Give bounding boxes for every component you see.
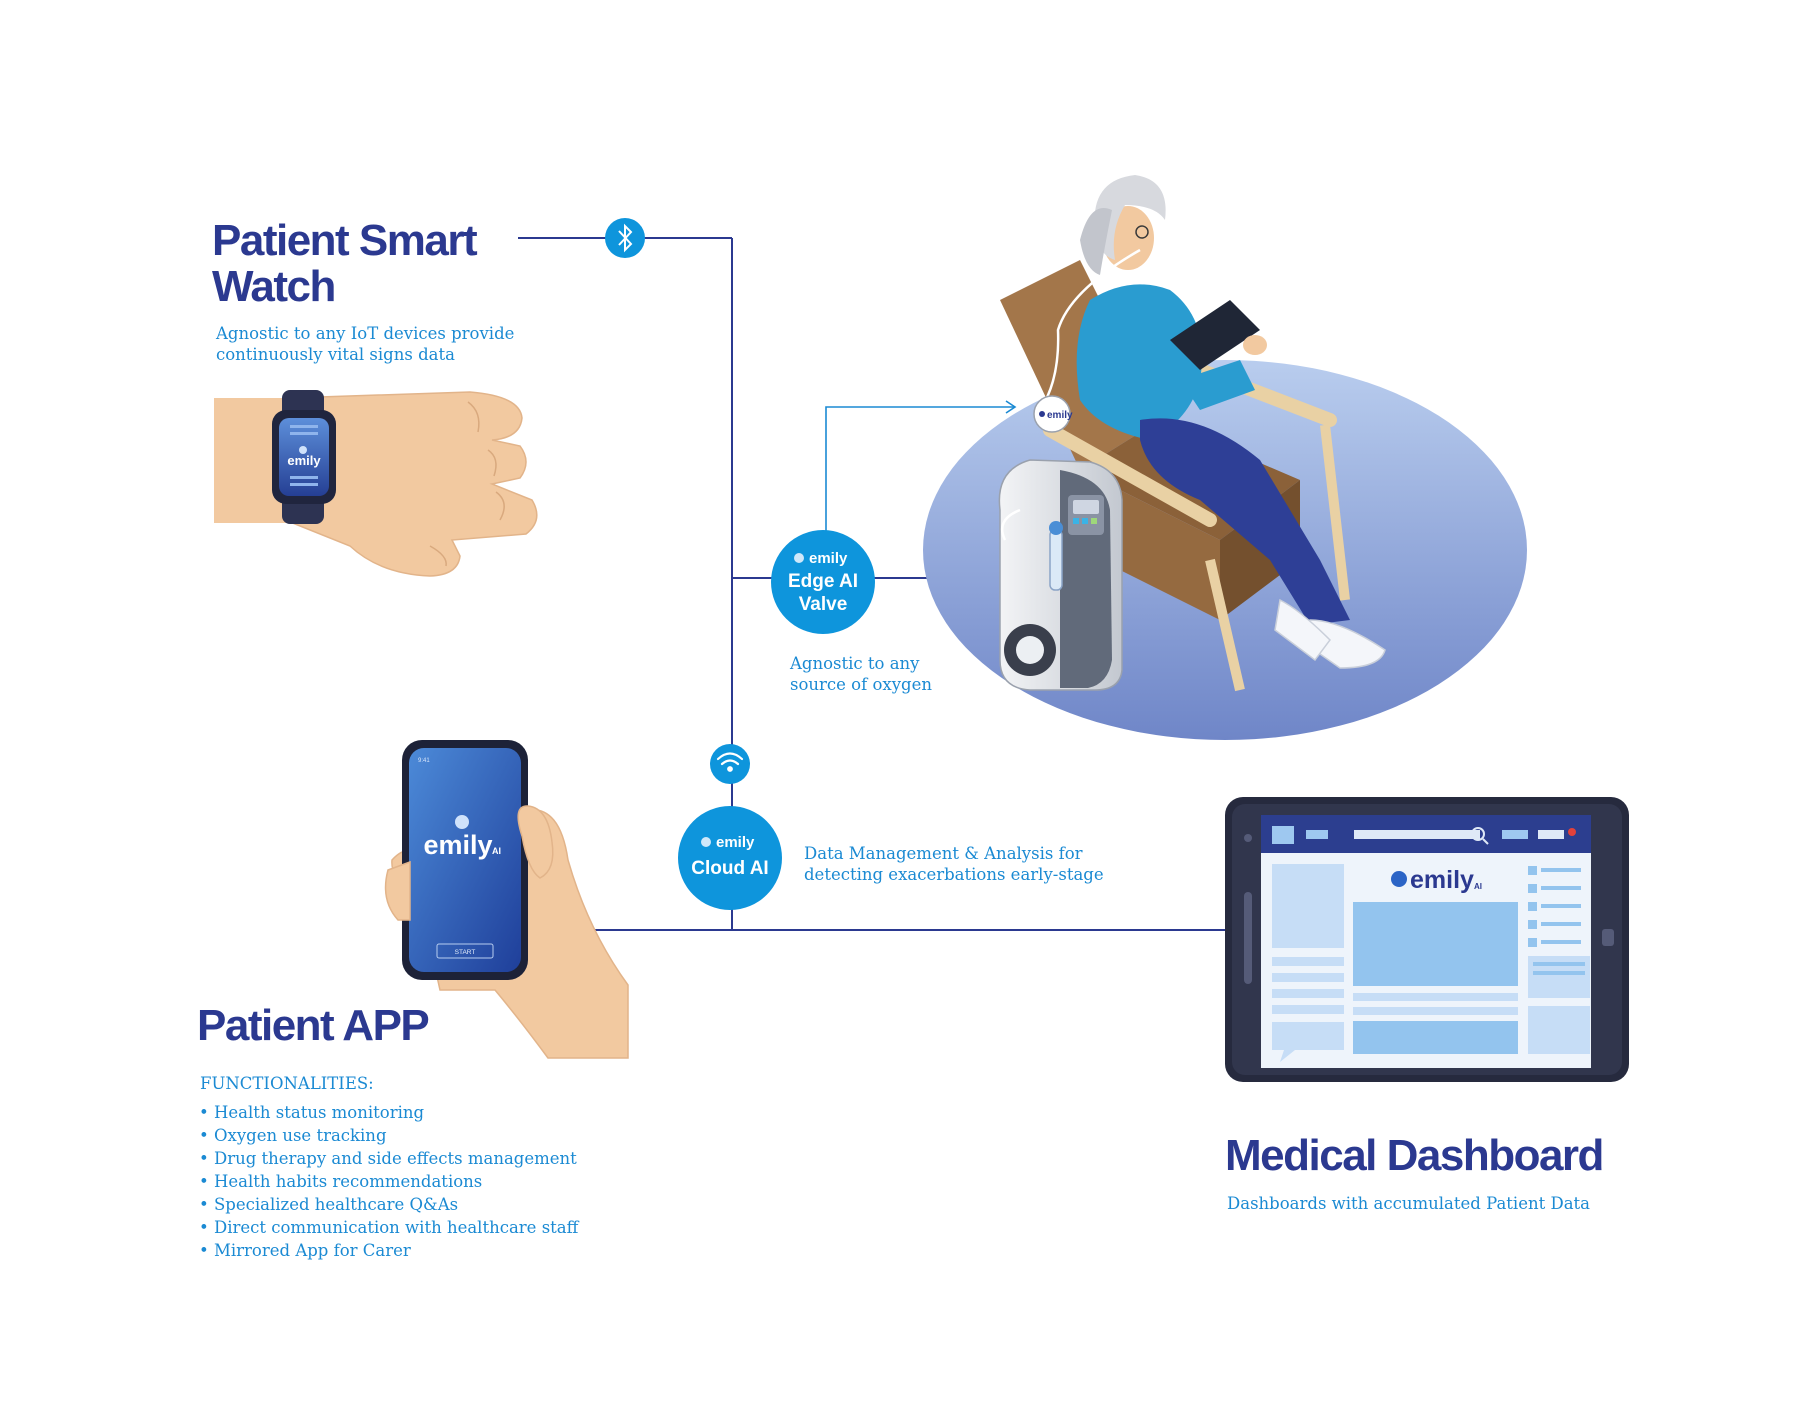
patient-figure [1038,175,1386,669]
list-item: Health status monitoring [199,1101,578,1124]
phone-start-button [436,943,494,959]
watch-title-line2: Watch [212,262,336,311]
connector-valve-arrow [825,400,1017,535]
wifi-badge [710,744,750,784]
watch-description: Agnostic to any IoT devices provide cont… [216,323,514,365]
watch-title-line1: Patient Smart [212,216,478,265]
edge-description-line1: Agnostic to any [790,654,920,673]
edge-node-brand: emily [809,550,848,567]
watch-description-line2: continuously vital signs data [216,345,455,364]
list-item: Drug therapy and side effects management [199,1147,578,1170]
dashboard-description: Dashboards with accumulated Patient Data [1227,1194,1590,1213]
dashboard-screen-brand: emily [1410,866,1474,894]
cloud-node-brand: emily [716,834,755,851]
phone-start-label: START [455,949,476,956]
tablet-dashboard: emily AI [1225,797,1629,1082]
list-item: Health habits recommendations [199,1170,578,1193]
wifi-icon [716,752,744,772]
phone-screen-brand-suffix: AI [492,846,501,856]
edge-ai-node: emily Edge AI Valve [771,530,875,634]
dashboard-title: Medical Dashboard [1225,1131,1604,1180]
oxygen-concentrator [998,459,1123,691]
list-item: Specialized healthcare Q&As [199,1193,578,1216]
phone-thumb [517,805,554,879]
functionalities-list: Health status monitoring Oxygen use trac… [199,1101,578,1262]
patient-scene-illustration: emily [923,175,1527,740]
cloud-description: Data Management & Analysis for detecting… [804,843,1104,885]
app-title: Patient APP [197,1001,430,1050]
phone-screen-brand: emily [423,830,492,860]
cloud-description-line2: detecting exacerbations early-stage [804,865,1104,884]
svg-text:9:41: 9:41 [418,758,430,764]
watch-title: Patient Smart Watch [212,216,478,311]
list-item: Mirrored App for Carer [199,1239,578,1262]
edge-description: Agnostic to any source of oxygen [790,653,932,695]
list-item: Direct communication with healthcare sta… [199,1216,578,1239]
edge-node-label-line1: Edge AI [788,571,858,592]
cloud-description-line1: Data Management & Analysis for [804,844,1083,863]
edge-description-line2: source of oxygen [790,675,932,694]
dashboard-screen-brand-suffix: AI [1474,882,1482,891]
watch-description-line1: Agnostic to any IoT devices provide [216,324,515,343]
bluetooth-icon [618,223,633,253]
valve-device: emily [1033,395,1073,433]
phone-screen [409,748,521,972]
bluetooth-badge [605,218,645,258]
patient-phone-illustration: 9:41 emily AI START [384,740,629,1059]
cloud-ai-node: emily Cloud AI [678,806,782,910]
smart-watch-illustration: emily [214,390,538,577]
cloud-node-label: Cloud AI [691,858,768,879]
list-item: Oxygen use tracking [199,1124,578,1147]
watch-screen-brand: emily [287,453,321,468]
edge-node-label-line2: Valve [799,594,848,615]
hand [289,391,538,577]
valve-brand: emily [1047,410,1073,421]
functionalities-label: FUNCTIONALITIES: [200,1074,374,1093]
